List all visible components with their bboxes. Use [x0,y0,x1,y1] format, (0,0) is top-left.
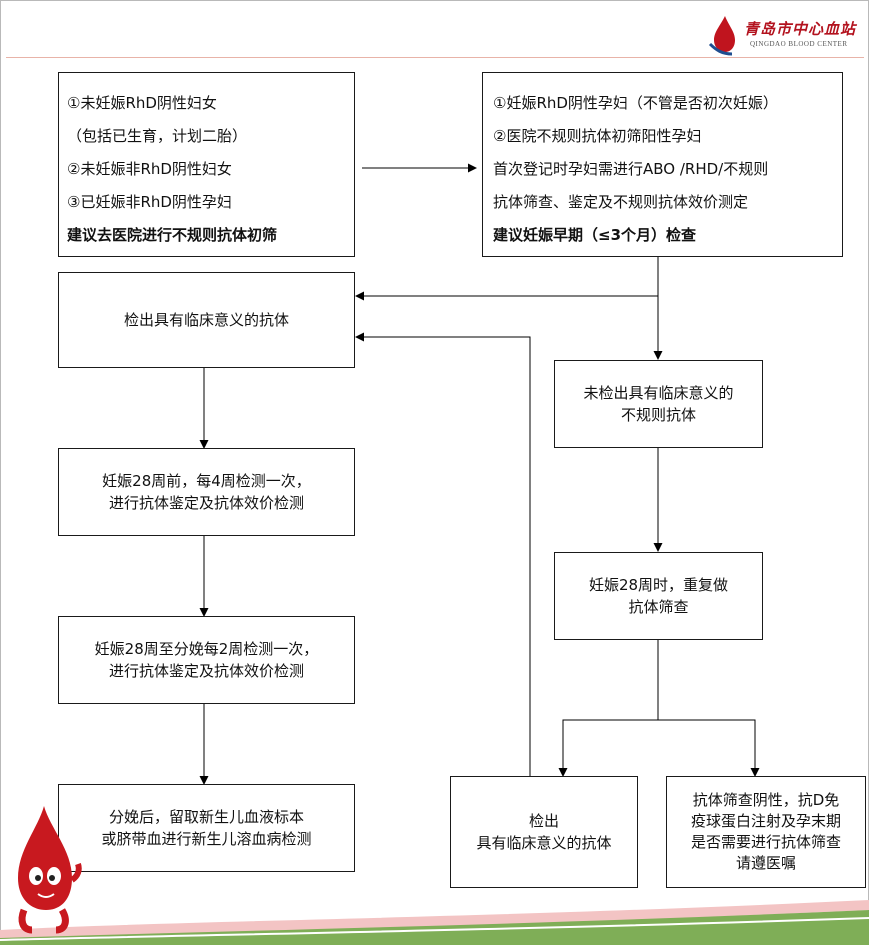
box-d-line-1: 未检出具有临床意义的 [583,384,734,402]
box-h-line-1: 分娩后，留取新生儿血液标本 [108,808,304,826]
box-b-line-4: 抗体筛查、鉴定及不规则抗体效价测定 [493,193,749,211]
box-e-line-1: 妊娠28周前，每4周检测一次， [102,472,311,490]
logo-english-name: QINGDAO BLOOD CENTER [750,40,848,48]
box-a-line-2: （包括已生育，计划二胎） [67,127,248,145]
box-repeat-screening-28-weeks: 妊娠28周时，重复做 抗体筛查 [554,552,763,640]
box-before-28-weeks: 妊娠28周前，每4周检测一次， 进行抗体鉴定及抗体效价检测 [58,448,355,536]
logo-chinese-name: 青岛市中心血站 [744,20,857,38]
box-a-line-4: ③已妊娠非RhD阴性孕妇 [67,193,232,211]
arrow-b-to-c [355,257,659,301]
box-j-line-1: 抗体筛查阴性，抗D免 [692,791,840,809]
box-a-line-1: ①未妊娠RhD阴性妇女 [67,94,217,112]
box-g-line-2: 进行抗体鉴定及抗体效价检测 [108,662,304,680]
box-b-line-1: ①妊娠RhD阴性孕妇（不管是否初次妊娠） [493,94,778,112]
box-f-line-1: 妊娠28周时，重复做 [588,576,729,594]
blood-center-logo: 青岛市中心血站 QINGDAO BLOOD CENTER [708,14,858,56]
footer-swoosh [0,900,869,945]
box-f-line-2: 抗体筛查 [628,598,689,616]
box-rhd-negative-pregnancy: ①妊娠RhD阴性孕妇（不管是否初次妊娠） ②医院不规则抗体初筛阳性孕妇 首次登记… [482,72,843,257]
box-j-line-4: 请遵医嘱 [735,854,796,872]
box-antibody-not-detected: 未检出具有临床意义的 不规则抗体 [554,360,763,448]
box-b-line-3: 首次登记时孕妇需进行ABO /RHD/不规则 [493,160,769,178]
box-b-line-2: ②医院不规则抗体初筛阳性孕妇 [493,127,702,145]
box-j-line-2: 疫球蛋白注射及孕末期 [690,812,841,830]
box-late-antibody-detected: 检出 具有临床意义的抗体 [450,776,638,888]
header-divider [6,57,864,58]
box-initial-screening-groups: ①未妊娠RhD阴性妇女 （包括已生育，计划二胎） ②未妊娠非RhD阴性妇女 ③已… [58,72,355,257]
blood-drop-mascot-icon [18,806,82,934]
arrow-i-to-c [355,332,531,776]
blood-drop-icon [708,16,735,56]
box-e-line-2: 进行抗体鉴定及抗体效价检测 [108,494,304,512]
box-b-recommendation: 建议妊娠早期（≤3个月）检查 [493,226,697,244]
box-after-delivery: 分娩后，留取新生儿血液标本 或脐带血进行新生儿溶血病检测 [58,784,355,872]
box-i-line-2: 具有临床意义的抗体 [476,834,612,852]
box-d-line-2: 不规则抗体 [620,406,696,424]
box-h-line-2: 或脐带血进行新生儿溶血病检测 [101,830,312,848]
box-screening-negative-advice: 抗体筛查阴性，抗D免 疫球蛋白注射及孕末期 是否需要进行抗体筛查 请遵医嘱 [666,776,866,888]
box-a-recommendation: 建议去医院进行不规则抗体初筛 [67,226,278,244]
box-c-line-1: 检出具有临床意义的抗体 [123,311,289,329]
box-i-line-1: 检出 [528,812,559,830]
box-28-weeks-to-delivery: 妊娠28周至分娩每2周检测一次， 进行抗体鉴定及抗体效价检测 [58,616,355,704]
box-g-line-1: 妊娠28周至分娩每2周检测一次， [94,640,319,658]
box-j-line-3: 是否需要进行抗体筛查 [690,833,841,851]
box-antibody-detected: 检出具有临床意义的抗体 [58,272,355,368]
arrow-f-to-i [558,719,658,777]
box-a-line-3: ②未妊娠非RhD阴性妇女 [67,160,232,178]
arrow-f-to-j [658,719,760,777]
